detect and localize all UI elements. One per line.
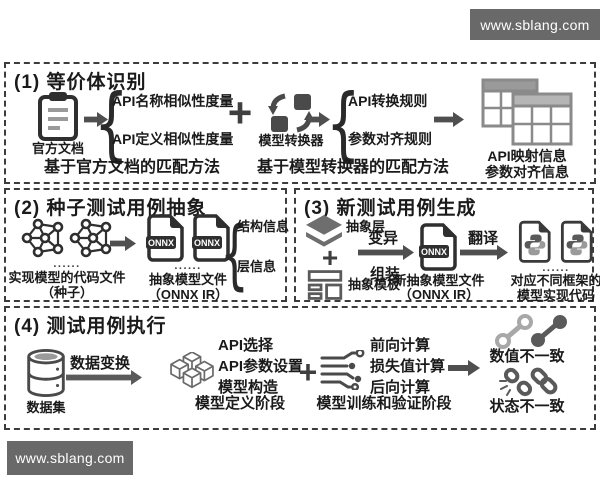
method-doc-label: 基于官方文档的匹配方法: [43, 159, 220, 176]
arrow-right-icon: [110, 236, 136, 251]
similarity-def-label: API定义相似性度量: [112, 131, 234, 147]
python-file-icon: [560, 220, 593, 263]
arrow-right-icon: [434, 112, 464, 127]
model-definition-steps: API选择 API参数设置 模型构造: [218, 337, 304, 396]
layer-info-label: 层信息: [237, 259, 277, 274]
official-doc-label: 官方文档: [31, 141, 84, 156]
loss-compute-label: 损失值计算: [370, 357, 446, 375]
onnx-file-icon: ONNX: [419, 223, 457, 271]
section-1-title: (1) 等价体识别: [14, 72, 147, 93]
training-steps: 前向计算 损失值计算 后向计算: [370, 337, 446, 396]
framework-code-label-2: 模型实现代码: [516, 287, 595, 303]
brace-left: {: [94, 77, 129, 170]
value-inconsistent-label: 数值不一致: [489, 348, 565, 365]
abstract-layer-label: 抽象层: [346, 219, 386, 234]
dataset-group: 数据集: [16, 348, 76, 416]
dataset-label: 数据集: [26, 400, 66, 415]
watermark-bottom: www.sblang.com: [7, 441, 133, 475]
mapping-info-label: API映射信息: [487, 148, 567, 164]
broken-chain-icon: [499, 367, 558, 397]
translate-label: 翻译: [468, 230, 499, 247]
python-file-icon: [518, 220, 551, 263]
arrow-right-icon: [460, 245, 508, 260]
model-construct-label: 模型构造: [218, 378, 279, 396]
plus-sign: +: [298, 354, 318, 390]
model-definition-phase-label: 模型定义阶段: [194, 395, 285, 412]
neural-net-icon: [21, 218, 64, 258]
arrow-right-icon: [358, 245, 414, 260]
layers-icon: [306, 214, 342, 247]
similarity-name-label: API名称相似性度量: [112, 93, 234, 109]
arrow-right-icon: [66, 370, 142, 385]
arrow-right-icon: [84, 112, 108, 127]
abstract-model-label: 抽象模型文件: [148, 272, 227, 287]
template-icon: [307, 270, 343, 300]
value-diff-nodes-icon: [495, 314, 567, 349]
section-3-title: (3) 新测试用例生成: [304, 198, 477, 219]
mapping-output-group: API映射信息 参数对齐信息: [477, 78, 577, 180]
arrow-right-icon: [448, 360, 480, 376]
abstract-template-label: 抽象模板: [348, 277, 401, 292]
brace-info: {: [220, 209, 250, 298]
section-testcase-generation: (3) 新测试用例生成 抽象层 + 抽象模板 变异 组装 ONNX 新抽象模型文…: [294, 188, 600, 302]
framework-code-label-1: 对应不同框架的: [510, 273, 600, 288]
svg-text:ONNX: ONNX: [421, 247, 447, 257]
converter-label: 模型转换器: [258, 133, 324, 148]
mutate-label: 变异: [368, 230, 399, 247]
method-converter-label: 基于模型转换器的匹配方法: [256, 159, 449, 176]
svg-text:ONNX: ONNX: [148, 238, 174, 248]
api-rule-label: API转换规则: [348, 93, 428, 109]
ellipsis: ......: [542, 262, 570, 274]
state-inconsistent-label: 状态不一致: [489, 398, 565, 415]
ellipsis: ......: [53, 258, 81, 270]
section-2-title: (2) 种子测试用例抽象: [14, 198, 207, 219]
clipboard-icon: [38, 92, 78, 141]
param-rule-label: 参数对齐规则: [348, 131, 432, 147]
plus-sign: +: [227, 89, 253, 136]
database-icon: [27, 348, 65, 398]
official-doc-group: 官方文档: [26, 90, 90, 157]
plus-sign: +: [321, 242, 339, 273]
seed-code-label: 实现模型的代码文件: [8, 270, 126, 285]
section-testcase-execution: (4) 测试用例执行 数据集 数据变换: [4, 306, 596, 430]
assemble-label: 组装: [370, 266, 401, 283]
model-blocks-icon: [170, 352, 214, 389]
align-info-label: 参数对齐信息: [485, 163, 569, 180]
new-abstract-model-label: 新抽象模型文件: [393, 273, 485, 288]
arrow-right-icon: [308, 112, 330, 127]
watermark-top: www.sblang.com: [470, 9, 600, 40]
svg-text:ONNX: ONNX: [194, 238, 220, 248]
section-seed-abstraction: (2) 种子测试用例抽象 ......: [4, 188, 290, 302]
mapping-tables-icon: [481, 78, 573, 146]
onnx-ir-label: （ONNX IR）: [147, 286, 229, 302]
converter-group: 模型转换器: [256, 92, 326, 149]
section-equivalence-identification: (1) 等价体识别 官方文档 { API名称相似性度量 API定义相似性度量 +: [4, 62, 596, 184]
framework-code-group: ...... 对应不同框架的 模型实现代码: [508, 220, 600, 303]
brace-right: {: [326, 77, 361, 170]
structure-info-label: 结构信息: [237, 219, 290, 234]
seed-code-group: ...... 实现模型的代码文件 （种子）: [6, 216, 128, 300]
abstract-model-group: ONNX ONNX ...... 抽象模型文件 （ONNX IR）: [138, 214, 238, 302]
ellipsis: ......: [174, 260, 202, 272]
onnx-file-icon: ONNX: [146, 214, 184, 262]
backward-compute-label: 后向计算: [370, 378, 431, 396]
forward-compute-label: 前向计算: [370, 337, 431, 354]
api-select-label: API选择: [218, 337, 274, 354]
section-4-title: (4) 测试用例执行: [14, 316, 167, 337]
onnx-file-icon: ONNX: [192, 214, 230, 262]
seed-label: （种子）: [40, 284, 93, 300]
neural-net-icon: [69, 218, 112, 258]
training-phase-label: 模型训练和验证阶段: [316, 395, 452, 412]
circuit-icon: [320, 350, 365, 390]
data-transform-label: 数据变换: [70, 355, 131, 372]
onnx-ir-label: （ONNX IR）: [398, 287, 480, 302]
api-param-label: API参数设置: [218, 357, 304, 375]
